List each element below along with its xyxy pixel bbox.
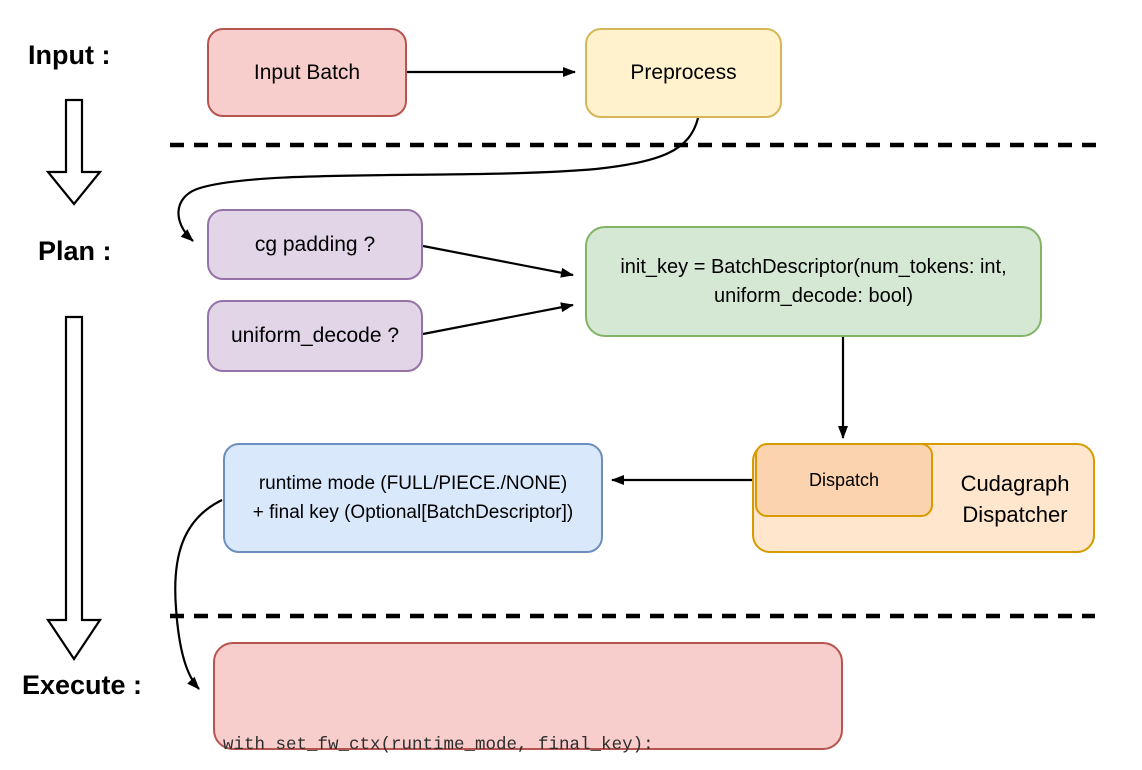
node-cg-padding-label: cg padding ? [254,232,376,256]
section-label-plan: Plan : [38,236,112,266]
node-uniform-decode: uniform_decode ? [207,300,423,372]
node-preprocess-label: Preprocess [630,61,737,84]
section-label-execute: Execute : [22,670,143,700]
node-execute-code-line1: with set_fw_ctx(runtime_mode, final_key)… [223,735,654,755]
connector-runtime-mode-to-execute [174,499,223,690]
node-preprocess: Preprocess [585,28,782,118]
node-cg-padding: cg padding ? [207,209,423,280]
node-init-key-line1: init_key = BatchDescriptor(num_tokens: i… [620,255,1007,278]
node-input-batch-label: Input Batch [253,60,361,84]
node-cudagraph-dispatcher-label: Cudagraph Dispatcher [935,468,1095,530]
phase-arrow-plan-to-execute-icon [45,315,103,661]
node-execute-code: with set_fw_ctx(runtime_mode, final_key)… [213,642,843,755]
section-label-input: Input : [28,40,111,70]
node-cudagraph-line2: Dispatcher [962,502,1068,527]
node-runtime-mode-line2: + final key (Optional[BatchDescriptor]) [252,502,574,523]
node-runtime-mode: runtime mode (FULL/PIECE./NONE) + final … [223,443,603,553]
node-cudagraph-line1: Cudagraph [960,471,1070,496]
phase-arrow-input-to-plan-icon [45,98,103,206]
node-init-key-line2: uniform_decode: bool) [713,284,913,307]
node-init-key: init_key = BatchDescriptor(num_tokens: i… [585,226,1042,337]
node-uniform-decode-label: uniform_decode ? [230,324,400,347]
connector-preprocess-to-plan [177,117,700,242]
connector-uniform-decode-to-init-key [422,302,574,336]
connector-cg-padding-to-init-key [422,244,574,278]
node-dispatch: Dispatch [755,443,933,517]
node-runtime-mode-line1: runtime mode (FULL/PIECE./NONE) [258,473,568,494]
node-input-batch: Input Batch [207,28,407,117]
node-dispatch-label: Dispatch [808,469,880,490]
